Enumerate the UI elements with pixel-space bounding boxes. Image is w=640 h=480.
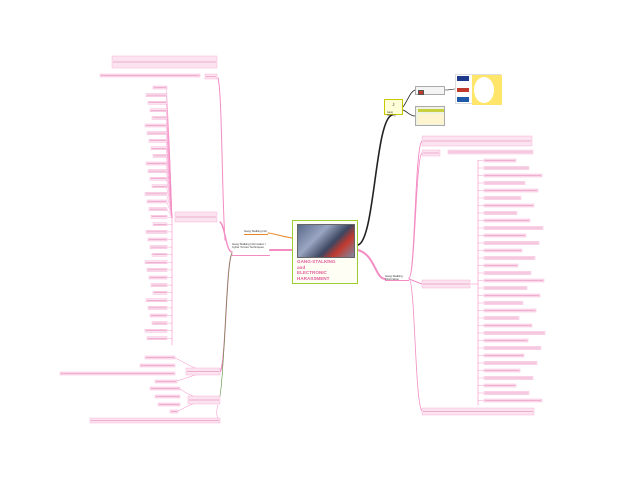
left-leaf-connector-18 bbox=[166, 216, 173, 219]
left-hub-node[interactable]: Gang Stalking Information / Cyber Tortur… bbox=[232, 242, 270, 256]
left-hub-to-green-group bbox=[217, 252, 233, 403]
central-title-line-2: and bbox=[297, 264, 306, 270]
dark-to-flag bbox=[402, 89, 416, 108]
diagram-image-white-panel bbox=[474, 77, 494, 103]
central-to-dark-node bbox=[357, 114, 393, 246]
central-to-orange-node bbox=[267, 232, 293, 239]
orange-branch-label: Gang Stalking Info bbox=[244, 229, 268, 233]
central-title-line-4: HARASSMENT bbox=[297, 275, 330, 281]
thumbnail-document-node[interactable] bbox=[415, 106, 445, 126]
orange-branch-node[interactable]: Gang Stalking Info bbox=[244, 229, 268, 235]
thumbnail-flag-node[interactable] bbox=[415, 86, 445, 95]
dark-branch-node[interactable]: ♪ Gang Stalking bbox=[384, 99, 403, 118]
flag-icon bbox=[418, 90, 424, 95]
left-hub-to-top-items bbox=[217, 77, 226, 241]
bottom-left-connector bbox=[216, 404, 221, 421]
central-topic[interactable]: GANG-STALKING and ELECTRONIC HARASSMENT bbox=[292, 220, 358, 284]
left-hub-label: Gang Stalking Information / Cyber Tortur… bbox=[232, 242, 266, 250]
central-topic-image bbox=[297, 224, 355, 258]
right-hub-to-small-box bbox=[408, 152, 423, 279]
diagram-image-blue-box bbox=[457, 76, 469, 81]
central-topic-title: GANG-STALKING and ELECTRONIC HARASSMENT bbox=[297, 259, 355, 281]
right-hub-node[interactable]: Gang Stalking Information bbox=[385, 274, 409, 282]
leaf-nodes bbox=[59, 55, 546, 424]
dark-branch-icon: ♪ bbox=[392, 102, 395, 108]
right-hub-to-group-header bbox=[408, 278, 423, 285]
document-thumb-body bbox=[418, 114, 444, 124]
branch-connectors bbox=[166, 77, 485, 421]
left-hub-to-upper-group bbox=[219, 221, 233, 253]
right-hub-label: Gang Stalking Information bbox=[385, 274, 403, 282]
dark-branch-label: Gang Stalking bbox=[387, 111, 396, 118]
central-to-right-hub bbox=[357, 249, 386, 280]
document-thumb-header bbox=[418, 109, 444, 112]
central-title-line-3: ELECTRONIC bbox=[297, 270, 327, 276]
dark-to-document bbox=[402, 109, 416, 117]
central-title-line-1: GANG-STALKING bbox=[297, 259, 336, 264]
diagram-image-blue-box-2 bbox=[457, 97, 469, 102]
thumbnail-diagram-image[interactable] bbox=[455, 74, 502, 105]
diagram-image-red-bar bbox=[457, 88, 469, 92]
right-hub-to-bottom-block bbox=[408, 278, 423, 412]
flag-to-diagram bbox=[444, 88, 456, 91]
